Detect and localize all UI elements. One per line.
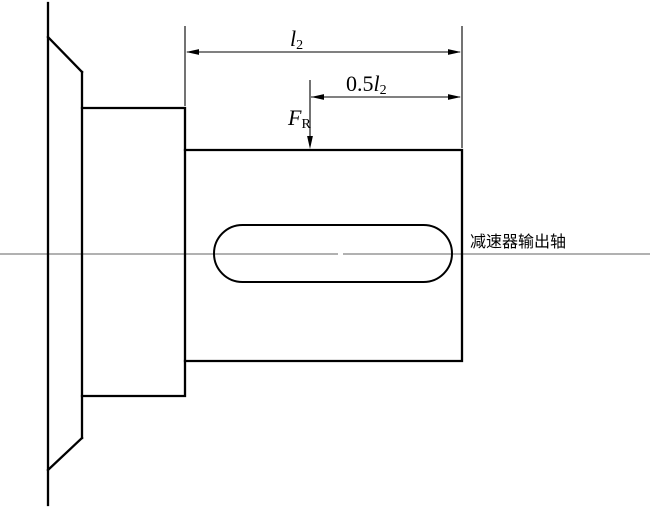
arrowhead-l2-left-icon [186, 49, 199, 55]
coupling-bottom-chamfer-line [46, 436, 84, 472]
dim-label-half-l2: 0.5l2 [346, 71, 387, 98]
arrowhead-l2-right-icon [448, 49, 461, 55]
arrowhead-half-l2-left-icon [311, 94, 324, 100]
coupling-top-chamfer-line [46, 35, 84, 74]
arrowhead-force-down-icon [307, 136, 313, 149]
arrowheads [186, 49, 461, 149]
part-outlines [46, 1, 464, 507]
hub-outline [80, 106, 187, 398]
force-label: FR [287, 105, 311, 132]
keyway-slot [213, 224, 453, 283]
shaft-outline [183, 148, 464, 363]
part-name-label: 减速器输出轴 [470, 233, 566, 251]
arrowhead-half-l2-right-icon [448, 94, 461, 100]
dimension-lines [184, 26, 463, 148]
dim-label-l2: l2 [290, 26, 303, 53]
